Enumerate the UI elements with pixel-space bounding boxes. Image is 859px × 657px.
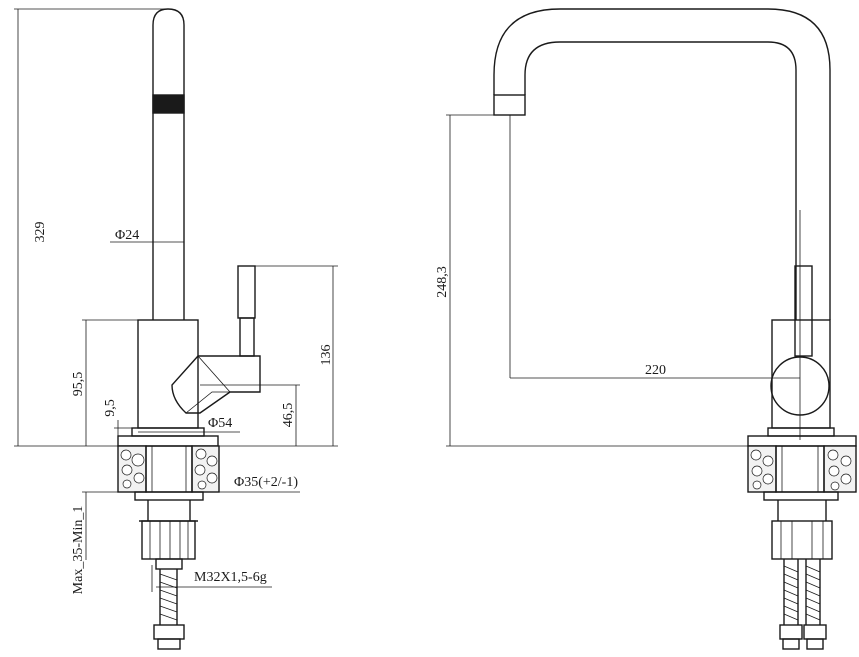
dim-spout-height: 248,3 bbox=[435, 266, 450, 298]
side-hose-end bbox=[157, 638, 181, 650]
front-hose-end-right bbox=[806, 638, 824, 650]
front-hose-fitting-left bbox=[779, 624, 803, 640]
front-washer bbox=[747, 435, 857, 447]
dim-total-height: 329 bbox=[33, 222, 48, 243]
front-view: 248,3 220 bbox=[435, 8, 857, 650]
side-spout-tube bbox=[152, 8, 185, 320]
front-countertop-texture bbox=[750, 449, 852, 491]
side-lever-housing-inner bbox=[185, 391, 230, 414]
dim-spout-reach: 220 bbox=[645, 363, 666, 378]
front-lower-washer bbox=[763, 491, 839, 501]
side-threaded-stud bbox=[155, 558, 183, 570]
dim-thickness-range: Max_35-Min_1 bbox=[71, 506, 86, 595]
side-shank bbox=[145, 445, 193, 493]
side-lever-housing bbox=[171, 355, 261, 414]
front-spout-inner bbox=[524, 41, 797, 320]
side-hose bbox=[159, 569, 178, 625]
dim-body-diameter: Φ54 bbox=[208, 416, 232, 431]
front-hose-end-left bbox=[782, 638, 800, 650]
side-body bbox=[137, 319, 199, 429]
dim-body-height: 95,5 bbox=[71, 372, 86, 397]
side-handle-upper bbox=[237, 265, 256, 319]
front-lower-nut bbox=[771, 520, 833, 560]
front-spout-outer bbox=[493, 8, 831, 320]
front-spout-aerator bbox=[493, 94, 526, 116]
side-countertop-texture bbox=[120, 448, 218, 490]
side-spout-aerator-band bbox=[152, 94, 185, 114]
front-body bbox=[771, 319, 831, 429]
side-washer bbox=[117, 435, 219, 447]
front-hose-right bbox=[805, 559, 821, 625]
side-view: 329 Φ24 95,5 9,5 136 46,5 Φ54 Φ35(+2/-1)… bbox=[14, 8, 338, 650]
dim-hole-diameter: Φ35(+2/-1) bbox=[234, 475, 298, 490]
side-lever-housing-line bbox=[197, 355, 231, 393]
side-lower-washer bbox=[134, 491, 204, 501]
dim-lever-offset: 46,5 bbox=[281, 403, 296, 428]
dim-spout-diameter: Φ24 bbox=[115, 228, 139, 243]
dim-lower-offset: 9,5 bbox=[103, 399, 118, 417]
front-handle bbox=[794, 265, 813, 357]
dim-thread: M32X1,5-6g bbox=[194, 570, 267, 585]
side-hose-fitting bbox=[153, 624, 185, 640]
dim-lever-height: 136 bbox=[319, 345, 334, 366]
side-dimension-lines bbox=[14, 8, 338, 592]
front-hose-left bbox=[783, 559, 799, 625]
front-shank bbox=[775, 445, 825, 493]
front-hose-fitting-right bbox=[803, 624, 827, 640]
front-flange bbox=[767, 427, 835, 437]
front-dimension-lines bbox=[446, 114, 801, 447]
side-handle-lower bbox=[239, 317, 255, 357]
